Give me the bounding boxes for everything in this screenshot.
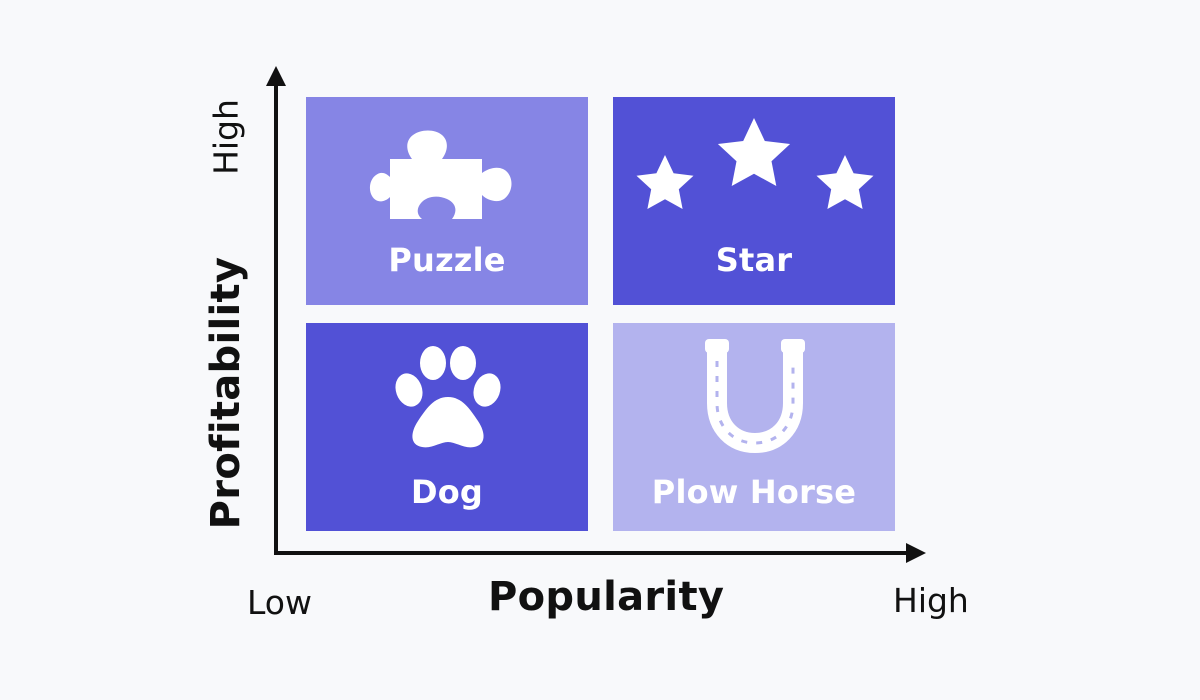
quadrant-puzzle: Puzzle (306, 97, 588, 305)
x-axis-high-label: High (893, 581, 969, 620)
y-axis-title: Profitability (203, 256, 249, 530)
quadrant-plow-horse: Plow Horse (613, 323, 895, 531)
star-icon-center (717, 118, 791, 186)
horseshoe-icon (705, 339, 805, 454)
puzzle-piece-icon (369, 130, 512, 219)
paw-print-icon (395, 346, 501, 448)
quadrant-label-star: Star (715, 241, 793, 279)
quadrant-label-puzzle: Puzzle (388, 241, 506, 279)
x-axis-low-label: Low (247, 583, 312, 622)
three-stars-icon (636, 118, 874, 209)
x-axis-title: Popularity (488, 574, 725, 620)
quadrant-dog: Dog (306, 323, 588, 531)
x-axis-arrow (906, 543, 926, 563)
quadrant-label-plow-horse: Plow Horse (651, 473, 857, 511)
quadrant-star: Star (613, 97, 895, 305)
y-axis-high-label: High (206, 99, 246, 175)
star-icon-right (816, 155, 874, 209)
star-icon-left (636, 155, 694, 209)
y-axis-arrow (266, 66, 286, 86)
quadrant-label-dog: Dog (410, 473, 484, 511)
